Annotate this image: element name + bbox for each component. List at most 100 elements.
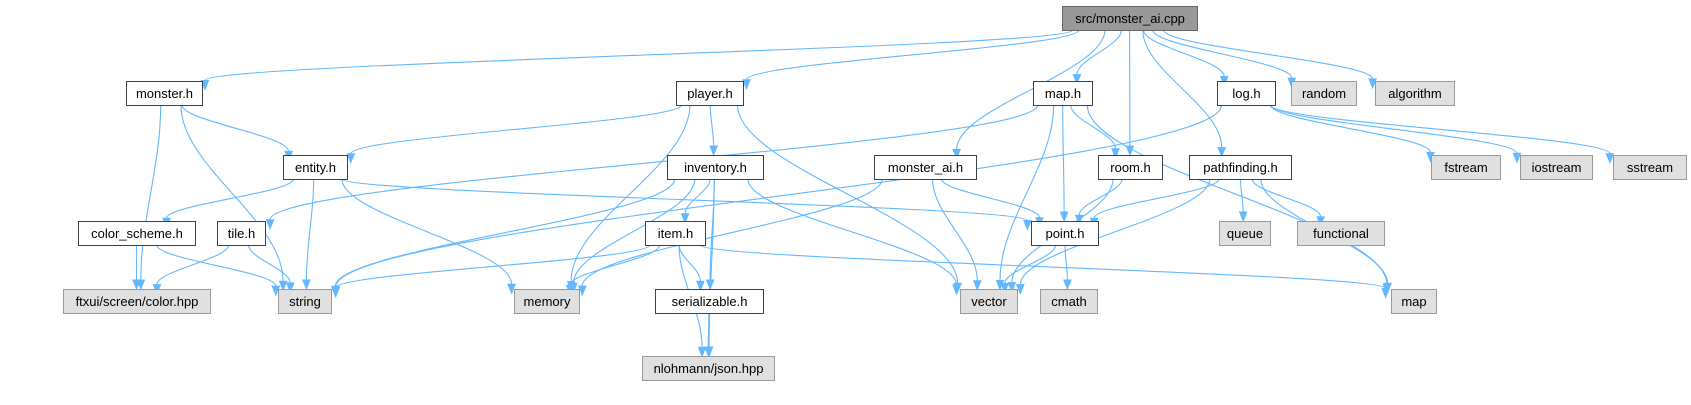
edge-monster_ai_cpp-to-pathfinding_h: [1142, 29, 1223, 148]
node-tile-h[interactable]: tile.h: [217, 221, 266, 246]
node-nlohmann-json: nlohmann/json.hpp: [642, 356, 775, 381]
edge-monster_ai_cpp-to-log_h: [1142, 29, 1225, 77]
edge-map_h-to-point_h: [1062, 104, 1065, 213]
node-log-h[interactable]: log.h: [1217, 81, 1276, 106]
node-box: [126, 81, 203, 106]
edge-monster_ai_h-to-memory: [581, 178, 883, 287]
node-label: point.h: [1045, 226, 1084, 241]
edge-item_h-to-memory: [569, 244, 661, 286]
edge-arrowhead-room_h: [1111, 148, 1120, 160]
edge-log_h-to-fstream: [1269, 104, 1432, 153]
node-box: [1062, 6, 1198, 31]
node-box: [1217, 81, 1276, 106]
node-serializable-h[interactable]: serializable.h: [655, 289, 764, 314]
edge-item_h-to-serializable_h: [678, 244, 701, 282]
node-label: memory: [524, 294, 571, 309]
node-box: [1391, 289, 1437, 314]
edge-monster_h-to-ftxui_color: [140, 104, 162, 281]
edge-inventory_h-to-nlohmann_json: [708, 178, 715, 348]
node-label: color_scheme.h: [91, 226, 183, 241]
node-monster-h[interactable]: monster.h: [126, 81, 203, 106]
node-label: nlohmann/json.hpp: [654, 361, 764, 376]
node-box: [642, 356, 775, 381]
edge-log_h-to-string: [335, 104, 1223, 288]
edge-entity_h-to-point_h: [341, 178, 1028, 222]
node-functional: functional: [1297, 221, 1385, 246]
edge-arrowhead-tile_h: [265, 219, 275, 231]
node-algorithm: algorithm: [1375, 81, 1455, 106]
node-entity-h[interactable]: entity.h: [283, 155, 348, 180]
node-label: queue: [1227, 226, 1263, 241]
node-inventory-h[interactable]: inventory.h: [667, 155, 764, 180]
node-label: functional: [1313, 226, 1369, 241]
edge-color_scheme_h-to-string: [156, 244, 277, 287]
edge-pathfinding_h-to-point_h: [1093, 178, 1220, 219]
node-label: src/monster_ai.cpp: [1075, 11, 1185, 26]
edge-arrowhead-sstream: [1605, 153, 1615, 165]
edge-arrowhead-inventory_h: [709, 145, 718, 157]
node-item-h[interactable]: item.h: [645, 221, 706, 246]
edge-entity_h-to-memory: [341, 178, 513, 285]
node-label: player.h: [687, 86, 733, 101]
node-box: [960, 289, 1018, 314]
node-string: string: [278, 289, 332, 314]
edge-pathfinding_h-to-vector: [1019, 178, 1211, 285]
edge-arrowhead-point_h: [1059, 211, 1069, 223]
node-sstream: sstream: [1613, 155, 1687, 180]
node-box: [1613, 155, 1687, 180]
node-label: random: [1302, 86, 1346, 101]
node-fstream: fstream: [1431, 155, 1501, 180]
node-box: [1098, 155, 1163, 180]
node-memory: memory: [514, 289, 580, 314]
edge-map_h-to-tile_h: [269, 104, 1039, 220]
edge-inventory_h-to-item_h: [684, 178, 711, 214]
node-box: [1520, 155, 1593, 180]
edge-arrowhead-memory: [577, 285, 587, 297]
node-label: fstream: [1444, 160, 1487, 175]
node-label: monster_ai.h: [888, 160, 963, 175]
node-player-h[interactable]: player.h: [676, 81, 744, 106]
nodes-layer: src/monster_ai.cpp monster.h player.h map.h…: [63, 6, 1687, 381]
node-box: [514, 289, 580, 314]
edge-player_h-to-memory: [570, 104, 691, 282]
edge-arrowhead-string: [302, 279, 311, 291]
edge-log_h-to-sstream: [1269, 104, 1611, 155]
node-monster-ai-cpp[interactable]: src/monster_ai.cpp: [1062, 6, 1198, 31]
node-box: [1291, 81, 1357, 106]
edge-arrowhead-vector: [1000, 283, 1010, 294]
node-label: vector: [971, 294, 1007, 309]
node-label: iostream: [1532, 160, 1582, 175]
node-box: [1033, 81, 1093, 106]
node-label: inventory.h: [684, 160, 747, 175]
node-map-h[interactable]: map.h: [1033, 81, 1093, 106]
node-monster-ai-h[interactable]: monster_ai.h: [874, 155, 977, 180]
edge-monster_ai_h-to-vector: [932, 178, 978, 281]
node-cmath: cmath: [1040, 289, 1098, 314]
edge-player_h-to-entity_h: [350, 104, 682, 155]
edge-arrowhead-vector: [952, 284, 961, 296]
edge-arrowhead-player_h: [742, 79, 751, 91]
edge-arrowhead-monster_h: [200, 80, 210, 91]
edge-item_h-to-map: [699, 244, 1387, 289]
edge-arrowhead-nlohmann_json: [703, 346, 713, 358]
edge-monster_ai_cpp-to-monster_ai_h: [956, 29, 1106, 150]
edge-arrowhead-room_h: [1125, 145, 1135, 157]
edge-pathfinding_h-to-functional: [1251, 178, 1322, 217]
node-label: tile.h: [228, 226, 255, 241]
node-pathfinding-h[interactable]: pathfinding.h: [1189, 155, 1292, 180]
edge-arrowhead-entity_h: [346, 153, 356, 165]
edge-entity_h-to-string: [305, 178, 315, 281]
node-ftxui-color: ftxui/screen/color.hpp: [63, 289, 211, 314]
node-label: sstream: [1627, 160, 1673, 175]
node-room-h[interactable]: room.h: [1098, 155, 1163, 180]
edge-arrowhead-vector: [1007, 282, 1017, 293]
node-box: [1297, 221, 1385, 246]
node-label: algorithm: [1388, 86, 1441, 101]
node-box: [655, 289, 764, 314]
edge-arrowhead-vector: [972, 280, 982, 292]
node-point-h[interactable]: point.h: [1031, 221, 1099, 246]
node-box: [874, 155, 977, 180]
node-color-scheme-h[interactable]: color_scheme.h: [78, 221, 196, 246]
edge-pathfinding_h-to-queue: [1239, 178, 1244, 213]
